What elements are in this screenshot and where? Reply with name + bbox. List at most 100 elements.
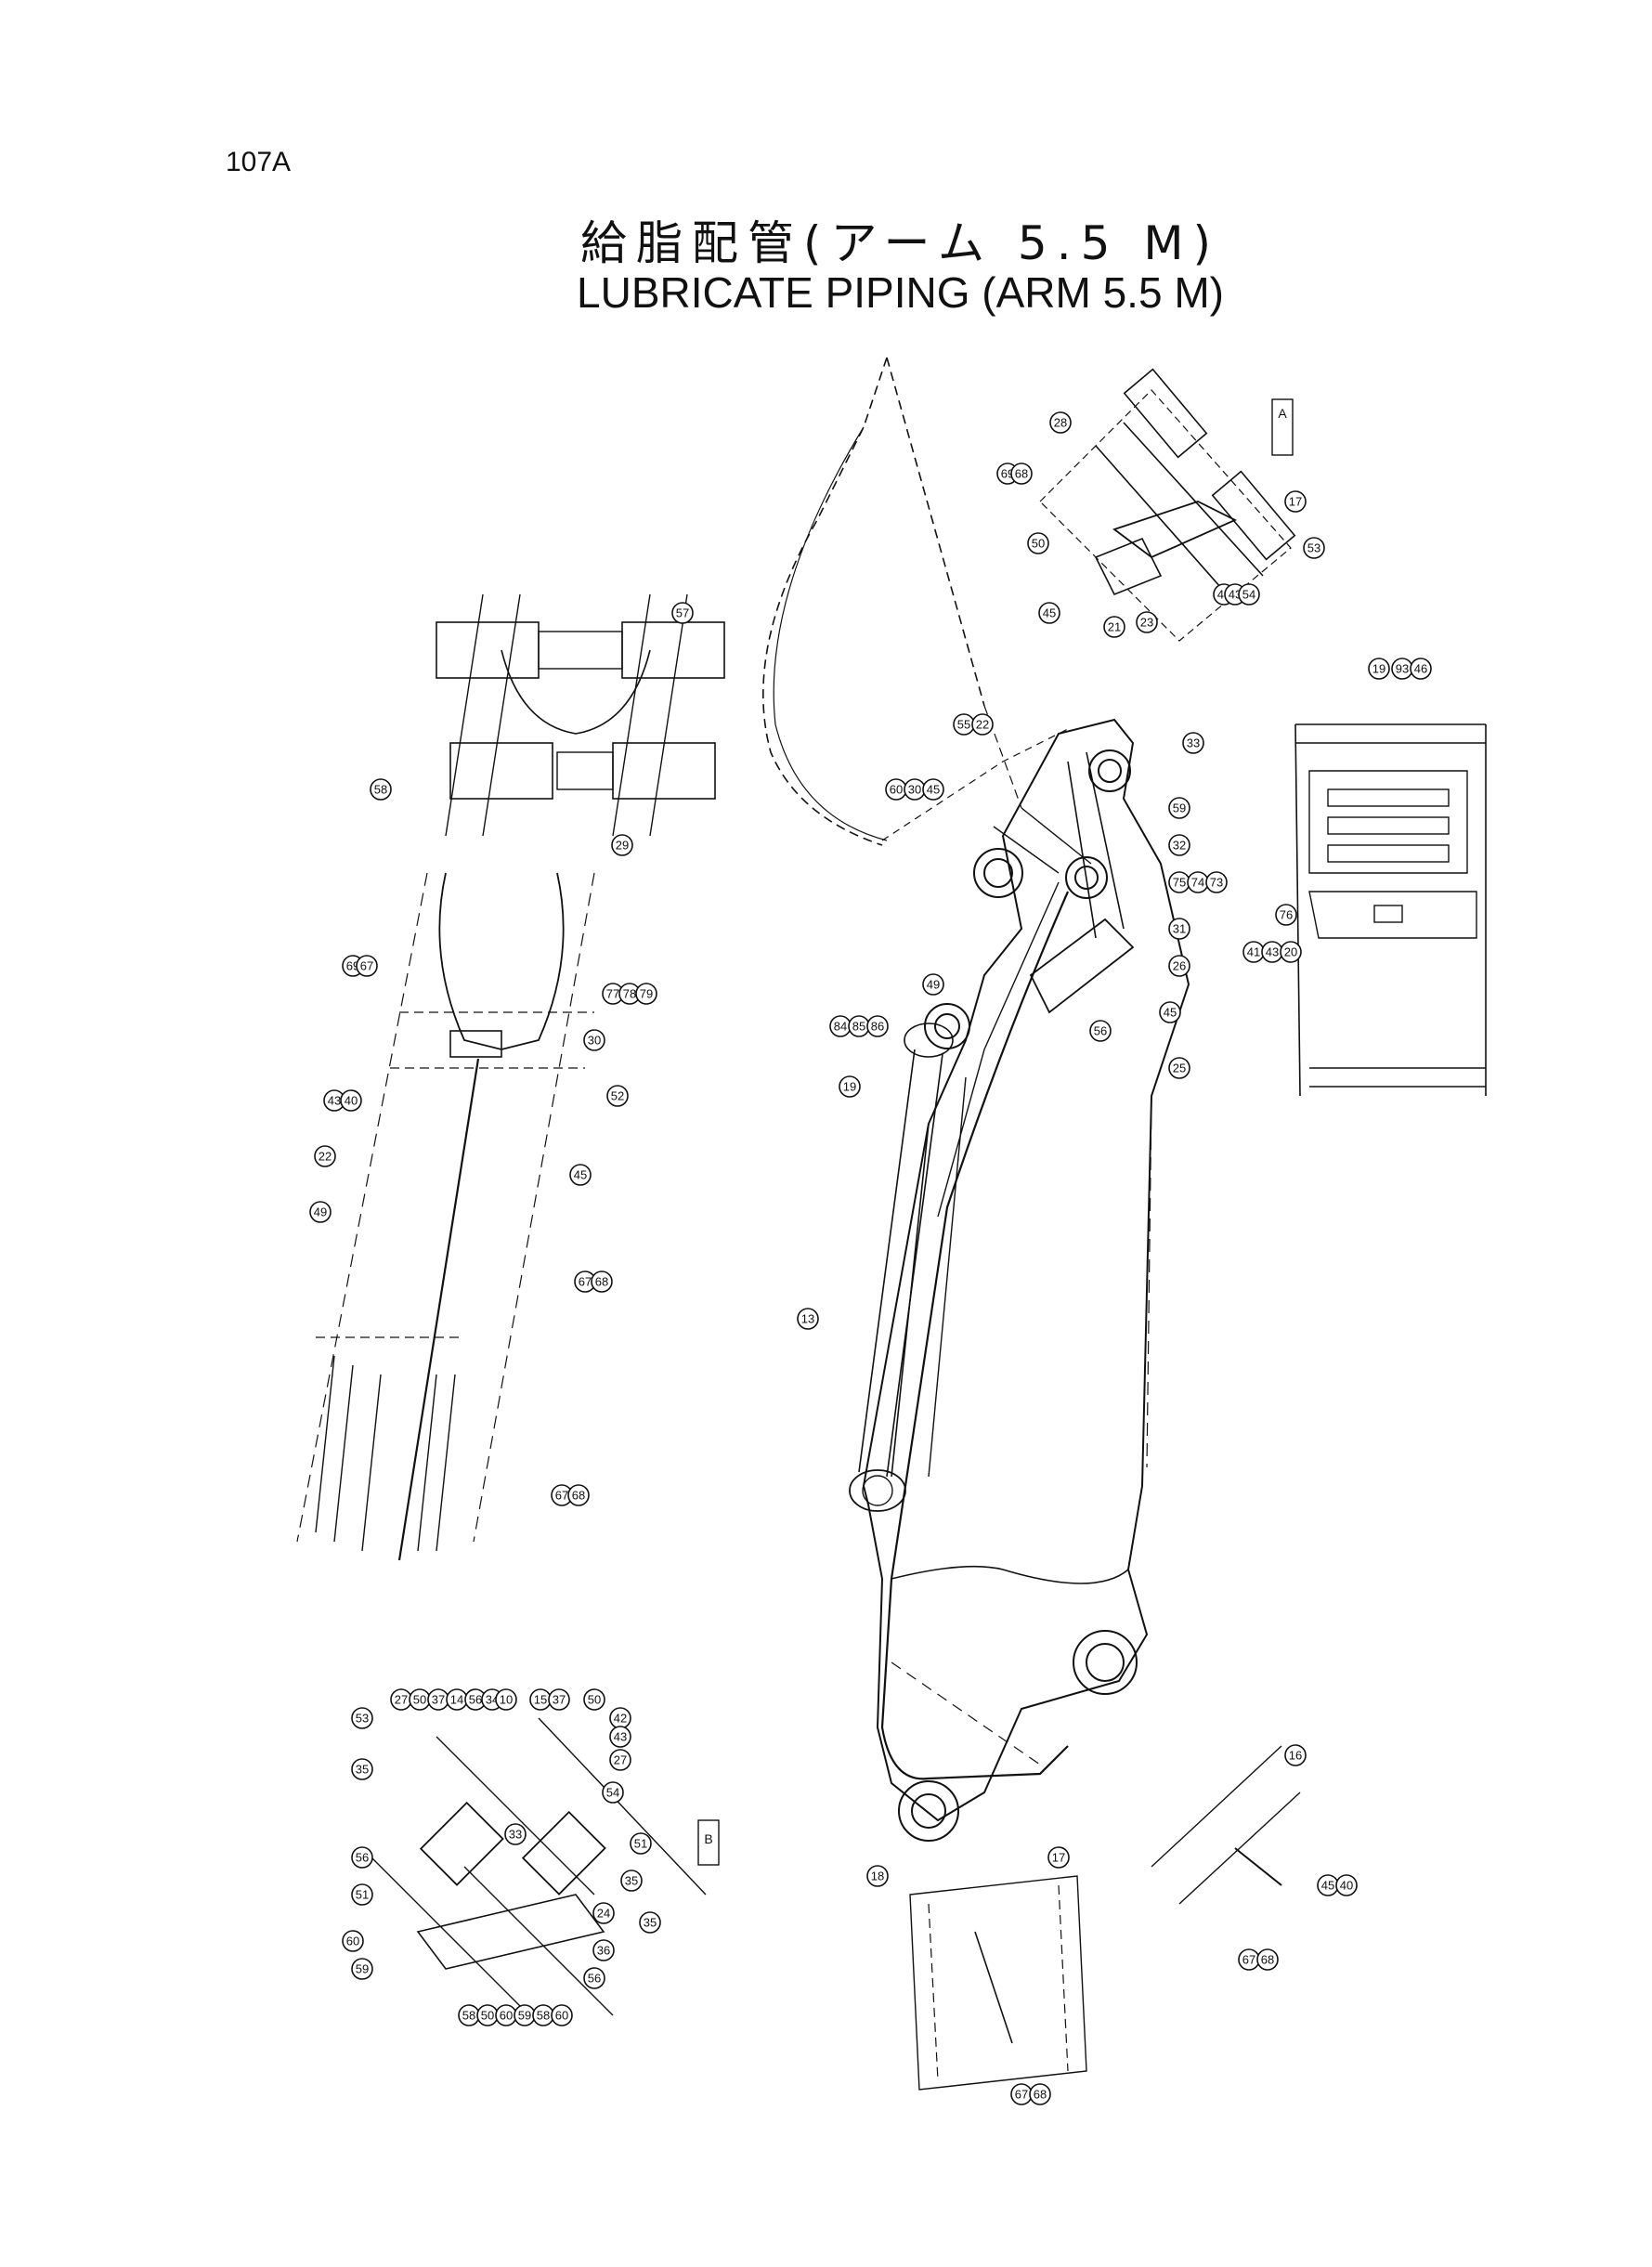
callout-main-arm-8: 75 (1168, 871, 1190, 893)
callout-bottom-left-detail-28: 50 (476, 2004, 499, 2026)
callout-main-arm-0: 55 (953, 713, 975, 736)
callout-top-right-detail-4: 45 (1038, 602, 1060, 624)
callout-circle (1182, 732, 1204, 754)
callout-bottom-left-detail-31: 58 (532, 2004, 554, 2026)
callout-number: 60 (555, 2009, 568, 2023)
callout-circle (1284, 1744, 1307, 1766)
callout-bottom-left-detail-23: 36 (592, 1939, 615, 1961)
callout-bottom-left-detail-17: 51 (630, 1832, 652, 1855)
callout-bottom-mid-detail-1: 68 (1029, 2083, 1051, 2105)
callout-left-mid-detail-2: 77 (602, 983, 624, 1005)
callout-circle (971, 713, 994, 736)
callout-top-right-detail-2: 68 (1010, 463, 1033, 485)
callout-number: 68 (1015, 467, 1028, 481)
callout-bottom-left-detail-25: 60 (342, 1930, 364, 1952)
callout-circle (551, 2004, 573, 2026)
callout-circle (620, 1870, 643, 1892)
callout-bottom-right-detail-2: 40 (1335, 1874, 1358, 1896)
callout-circle (1280, 941, 1302, 963)
callout-right-plate-detail-5: 43 (1261, 941, 1283, 963)
callout-number: 51 (356, 1888, 369, 1902)
callout-main-arm-6: 59 (1168, 797, 1190, 819)
callout-number: 58 (537, 2009, 550, 2023)
callout-bottom-left-detail-26: 59 (351, 1958, 373, 1980)
callout-bottom-left-detail-29: 60 (495, 2004, 517, 2026)
callout-right-plate-detail-3: 76 (1275, 904, 1297, 926)
plate-detail (1294, 723, 1487, 1097)
callout-main-arm-11: 31 (1168, 918, 1190, 940)
callout-number: 49 (314, 1205, 327, 1219)
callout-circle (1136, 611, 1158, 633)
callout-left-top-detail-1: 58 (370, 778, 392, 801)
callout-number: 26 (1173, 959, 1186, 973)
callout-left-mid-detail-9: 22 (314, 1145, 336, 1167)
callout-number: 50 (413, 1693, 426, 1707)
callout-bottom-left-detail-13: 53 (351, 1707, 373, 1729)
callout-number: 93 (1396, 662, 1409, 676)
callout-bottom-left-detail-30: 59 (514, 2004, 536, 2026)
callout-circle (1103, 616, 1125, 638)
callout-number: 45 (927, 783, 940, 797)
callout-circle (797, 1308, 819, 1330)
callout-number: 73 (1210, 876, 1223, 890)
callout-main-arm-23: 17 (1047, 1846, 1070, 1869)
callout-circle (351, 1707, 373, 1729)
callout-circle (1027, 532, 1049, 554)
callout-number: 22 (319, 1150, 332, 1164)
callout-number: 68 (595, 1275, 608, 1289)
callout-circle (1168, 834, 1190, 856)
callout-number: 35 (356, 1763, 369, 1777)
callout-bottom-right-detail-1: 45 (1317, 1874, 1339, 1896)
callout-circle (1368, 658, 1390, 680)
callout-number: 54 (1242, 588, 1255, 602)
callout-bottom-left-detail-0: 27 (390, 1688, 412, 1711)
page-number: 107A (226, 147, 292, 177)
callout-circle (866, 1865, 889, 1887)
callout-number: 51 (634, 1837, 647, 1851)
callout-circle (1205, 871, 1228, 893)
callout-circle (351, 1846, 373, 1869)
left-mid-detail (296, 872, 595, 1561)
callout-number: 67 (555, 1489, 568, 1503)
callout-number: 45 (1321, 1879, 1334, 1893)
callout-circle (1049, 411, 1072, 434)
callout-number: 32 (1173, 839, 1186, 853)
callout-circle (1089, 1020, 1112, 1042)
callout-circle (1168, 1057, 1190, 1079)
detail-view-a: A (1039, 368, 1296, 642)
callout-number: 40 (345, 1094, 358, 1108)
callout-circle (1275, 904, 1297, 926)
callout-number: 21 (1108, 620, 1121, 634)
callout-circle (1303, 537, 1325, 559)
callout-circle (630, 1832, 652, 1855)
callout-left-mid-detail-10: 45 (569, 1164, 592, 1186)
callout-bottom-left-detail-15: 54 (602, 1781, 624, 1804)
callout-top-right-detail-6: 23 (1136, 611, 1158, 633)
callout-number: 67 (1015, 2088, 1028, 2102)
callout-main-arm-9: 74 (1187, 871, 1209, 893)
callout-main-arm-14: 25 (1168, 1057, 1190, 1079)
bottom-details (909, 1745, 1301, 2091)
callout-circle (1010, 463, 1033, 485)
callout-bottom-left-detail-9: 50 (583, 1688, 605, 1711)
detail-view-b: B (371, 1717, 720, 2016)
callout-number: 50 (481, 2009, 494, 2023)
callout-main-arm-19: 56 (1089, 1020, 1112, 1042)
callout-top-right-detail-11: 53 (1303, 537, 1325, 559)
callout-bottom-left-detail-7: 15 (529, 1688, 552, 1711)
callout-number: 43 (1266, 945, 1279, 959)
callout-bottom-left-detail-12: 27 (609, 1749, 631, 1771)
callout-bottom-left-detail-1: 50 (409, 1688, 431, 1711)
callout-bottom-left-detail-6: 10 (495, 1688, 517, 1711)
callout-number: 59 (1173, 801, 1186, 815)
callout-left-top-detail-2: 29 (611, 834, 633, 856)
callout-right-plate-detail-1: 93 (1391, 658, 1413, 680)
callout-circle (583, 1688, 605, 1711)
callout-bottom-left-detail-19: 35 (620, 1870, 643, 1892)
callout-number: 60 (500, 2009, 513, 2023)
callout-circle (495, 1688, 517, 1711)
callout-circle (1047, 1846, 1070, 1869)
callout-left-top-detail-0: 57 (671, 602, 694, 624)
callout-main-arm-7: 32 (1168, 834, 1190, 856)
callout-number: 22 (976, 718, 989, 732)
